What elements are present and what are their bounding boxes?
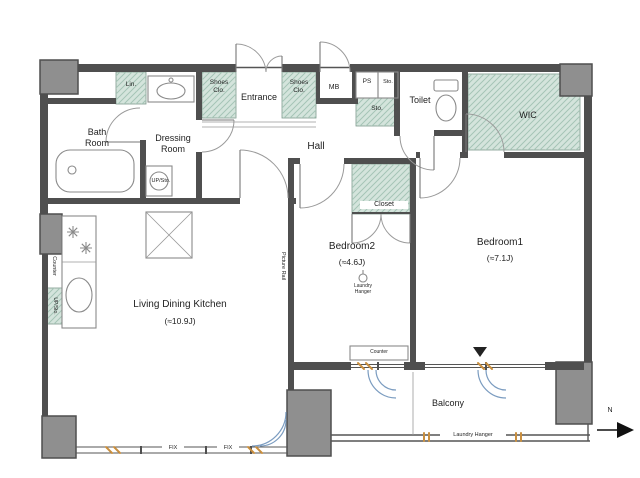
bath-room-label: Bath Room	[84, 127, 109, 148]
bedroom2-counter	[349, 345, 409, 361]
up-sto-dressing-label: UP/Sto.	[151, 178, 171, 184]
entrance-label: Entrance	[240, 92, 278, 102]
window-marks	[105, 362, 522, 454]
wic-door-arc	[465, 113, 505, 153]
laundry-hanger-symbol	[358, 273, 368, 283]
entrance-door-arc-left	[235, 43, 267, 73]
pipe-space-label: PS	[362, 78, 372, 85]
linen-closet-label: Lin.	[125, 81, 137, 88]
dressing-door-arc	[201, 119, 235, 153]
ldk-door-arc	[239, 149, 289, 199]
outer-walls	[40, 64, 592, 418]
counter-kitchen-label: Counter	[51, 256, 58, 276]
meter-box-label: MB	[328, 84, 340, 91]
mb-door-arc	[319, 41, 351, 73]
counter-bedroom2-label: Counter	[370, 349, 388, 355]
ldk-size-label: (≈10.9J)	[164, 316, 196, 326]
toilet-bowl	[435, 94, 457, 122]
wic-label: WIC	[519, 110, 537, 120]
closet-areas	[43, 71, 581, 325]
sto-top-box	[377, 71, 399, 99]
dressing-room-label: Dressing Room	[155, 133, 191, 154]
vanity-sink	[147, 75, 195, 103]
bath-door-arc	[105, 107, 141, 143]
entrance-door-arc-right	[265, 55, 283, 73]
closet-door-arc-right	[380, 213, 411, 244]
picture-rail-label: Picture Rail	[280, 251, 287, 281]
kitchen-sink	[65, 277, 93, 313]
compass-north-label: N	[607, 407, 613, 414]
stove-burner	[67, 226, 79, 238]
stove-burner	[80, 242, 92, 254]
door-swings	[105, 41, 505, 244]
bedroom2-label: Bedroom2	[328, 241, 376, 252]
toilet-tank	[433, 79, 459, 92]
structural-columns	[39, 59, 593, 459]
balcony-label: Balcony	[431, 398, 465, 408]
position-marker-triangle	[473, 347, 487, 357]
bedroom2-size-label: (≈4.6J)	[338, 257, 366, 267]
bedroom2-door-arc	[299, 163, 345, 209]
toilet-label: Toilet	[409, 95, 431, 105]
shoes-closet-left-label: Shoes Clo.	[209, 79, 229, 94]
storage-mid-label: Sto.	[371, 105, 383, 112]
laundry-hanger-balcony-label: Laundry Hanger	[440, 432, 506, 439]
shoes-closet-right-label: Shoes Clo.	[289, 79, 309, 94]
fix-window-right-label: FIX	[217, 445, 239, 452]
storage-top-label: Sto.	[383, 79, 393, 85]
fixtures	[55, 75, 487, 361]
service-boxes	[355, 71, 399, 99]
toilet-door-arc	[399, 135, 435, 171]
bedroom1-label: Bedroom1	[476, 237, 524, 248]
closet-door-arc-left	[351, 213, 382, 244]
closet-label: Closet	[360, 201, 408, 210]
hall-label: Hall	[307, 141, 325, 152]
compass-icon	[597, 422, 634, 438]
bathtub	[55, 149, 135, 193]
bedroom1-size-label: (≈7.1J)	[486, 253, 514, 263]
interior-walls	[48, 64, 584, 390]
fix-window-left-label: FIX	[162, 445, 184, 452]
bedroom1-door-arc	[419, 157, 461, 199]
storage-hatch-box	[145, 211, 193, 259]
kitchen-counter	[61, 215, 97, 329]
laundry-hanger-bedroom2-label: Laundry Hanger	[353, 283, 373, 295]
up-sto-kitchen-label: UP/Sto.	[51, 297, 58, 315]
ldk-label: Living Dining Kitchen	[133, 299, 227, 310]
